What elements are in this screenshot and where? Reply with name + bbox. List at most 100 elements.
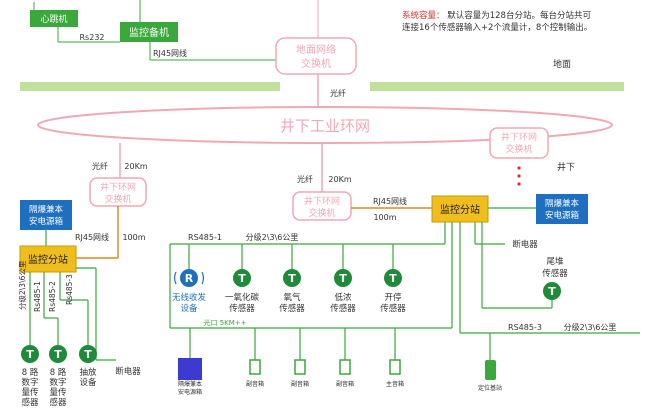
left-sensor-label-0-3: 感器 [21,397,39,408]
left-sensor-icon-1 [49,345,67,363]
underground-label: 井下 [557,161,575,173]
ground-switch-line2: 交换机 [301,57,331,70]
switch-mid-box [292,191,352,221]
system-note-line2: 连接16个传感器输入+2个流量计，8个控制输出。 [402,22,592,33]
relay-right-label: 断电器 [512,239,538,250]
optical-note: 光口 5KM++ [203,318,246,327]
mid-100m-label: 100m [373,213,396,222]
left-fiber-label: 光纤 [92,161,108,171]
left-bus-label-4: Rs485-3 [65,274,74,305]
base-station-icon [485,360,496,380]
system-note-title: 系统容量： [402,10,445,21]
rj45-label-top: RJ45网线 [153,48,187,58]
left-sensor-label-1-1: 数字 [49,377,66,388]
ground-switch-line1: 地面网络 [296,43,336,56]
switch-mid-line2: 交换机 [308,207,335,219]
backup-label: 监控备机 [129,26,169,39]
left-sensor-label-0-0: 8 路 [22,367,39,378]
left-sensor-icon-2 [79,345,97,363]
radio-wave-right-icon [201,271,204,285]
substation-right-box [431,195,489,223]
cascade-label-right: 分级2\3\6公里 [564,322,617,332]
rs232-label: Rs232 [80,33,105,42]
left-rj45-label: RJ45网线 [75,232,109,242]
mid-fiber-label: 光纤 [297,174,313,184]
left-dist-label: 20Km [124,162,147,171]
mid-dist-label: 20Km [328,175,351,184]
tail-sensor-icon [543,282,561,300]
tail-sensor-line1: 尾堆 [546,256,564,267]
sensor-label-2-1: 传感器 [279,303,305,314]
switch-left-line1: 井下环网 [100,181,136,193]
power-right-line1: 隔爆兼本 [545,198,580,209]
radio-wave-left-icon [174,271,177,285]
ground-band-right [370,82,624,91]
power-right-line2: 安电源箱 [545,210,580,221]
system-note-line1-text: 默认容量为128台分站。每台分站共可 [447,10,591,21]
substation-left-label: 监控分站 [28,253,68,266]
speaker-box-icon-3 [339,359,351,375]
power-left-line2: 安电源箱 [29,216,64,227]
power-box-left [20,200,72,230]
mid-rj45-label: RJ45网线 [373,196,407,206]
substation-right-label: 监控分站 [440,203,480,216]
sensor-label-1-0: 一氧化碳 [225,292,260,303]
more-dot-2 [517,174,521,178]
sensor-letter-1: T [238,272,246,285]
sensor-letter-4: T [389,272,397,285]
sensor-label-0-1: 设备 [180,303,198,314]
power-box-bottom-icon [178,358,202,380]
sensor-label-3-1: 传感器 [330,303,356,314]
sensor-letter-3: T [339,272,347,285]
tail-sensor-line2: 传感器 [542,268,568,279]
speaker-box-icon-4 [389,359,401,375]
ring-label: 井下工业环网 [280,117,370,135]
sensor-label-0-0: 无线收发 [172,292,207,303]
sensor-letter-0: R [185,272,194,285]
device-label-3-0: 副音箱 [336,380,354,388]
switch-right-line1: 井下环网 [501,131,537,143]
sensor-letter-2: T [288,272,296,285]
left-sensor-label-1-2: 量传 [49,387,67,398]
backup-box [120,22,178,42]
power-left-line1: 隔爆兼本 [29,204,64,215]
tail-sensor-letter: T [548,285,556,298]
cascade-label-mid: 分级2\3\6公里 [246,232,299,242]
rs485-3-label: RS485-3 [508,323,542,332]
ground-switch-box [275,37,357,75]
wireless-icon-0 [180,269,198,287]
sensor-label-2-0: 氧气 [283,292,301,303]
device-label-1-0: 副音箱 [246,380,264,388]
sensor-icon-1 [233,269,251,287]
left-sensor-label-2-0: 抽放 [79,367,97,378]
device-label-0-1: 安电源箱 [178,388,202,396]
left-sensor-label-1-0: 8 路 [50,367,67,378]
ground-band-left [20,82,280,91]
industrial-ring [37,106,613,144]
sensor-label-4-1: 传感器 [380,303,406,314]
switch-right-box [489,127,549,159]
left-bus-label-2: Rs485-1 [33,281,42,312]
power-box-right [536,194,588,224]
device-label-2-0: 副音箱 [291,380,309,388]
left-sensor-label-0-1: 数字 [21,377,38,388]
device-label-0-0: 隔爆兼本 [178,380,202,388]
fiber-label-top: 光纤 [330,88,346,98]
sensor-icon-4 [384,269,402,287]
left-bus-label-1: 分级2\3\6公里 [17,260,27,310]
sensor-icon-2 [283,269,301,287]
sensor-label-4-0: 开停 [384,292,402,303]
left-sensor-letter-2: T [84,348,92,361]
base-station-label: 定位基站 [478,384,502,392]
left-sensor-label-2-1: 设备 [79,377,97,388]
heartbeat-box [30,10,78,27]
more-dot-1 [517,166,521,170]
device-label-4-0: 主音箱 [386,380,404,388]
left-sensor-label-0-2: 量传 [21,387,39,398]
left-sensor-icon-0 [21,345,39,363]
left-100m-label: 100m [122,233,145,242]
